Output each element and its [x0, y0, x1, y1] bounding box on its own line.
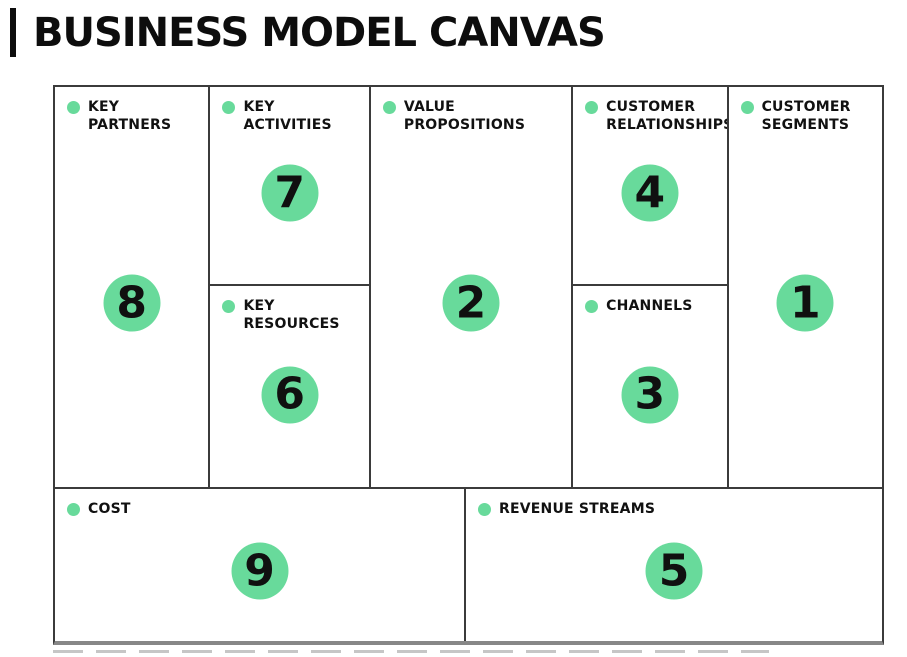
canvas-bottom-section: COST 9 REVENUE STREAMS 5: [55, 489, 882, 641]
section-header: REVENUE STREAMS: [478, 500, 870, 518]
canvas-top-section: KEY PARTNERS 8 KEY ACTIVITIES 7 KEY RESO…: [55, 87, 882, 489]
section-label: KEY ACTIVITIES: [243, 99, 332, 134]
section-header: KEY ACTIVITIES: [222, 98, 356, 134]
section-label: CUSTOMER SEGMENTS: [761, 99, 851, 134]
section-key-partners: KEY PARTNERS 8: [55, 87, 209, 487]
section-number-badge: 6: [261, 366, 319, 424]
section-header: CUSTOMER RELATIONSHIPS: [585, 98, 734, 134]
section-revenue-streams: REVENUE STREAMS 5: [464, 489, 882, 641]
bullet-dot-icon: [585, 101, 599, 114]
bullet-dot-icon: [382, 101, 396, 114]
section-header: KEY RESOURCES: [222, 297, 356, 333]
section-label: CUSTOMER RELATIONSHIPS: [606, 99, 734, 134]
section-label: REVENUE STREAMS: [499, 501, 656, 517]
section-header: COST: [67, 500, 452, 518]
title-accent-bar: [10, 8, 16, 57]
section-label: KEY PARTNERS: [88, 99, 172, 134]
bullet-dot-icon: [67, 101, 80, 114]
section-number-badge: 1: [776, 274, 834, 332]
section-label: VALUE PROPOSITIONS: [403, 99, 526, 134]
section-number-badge: 4: [621, 164, 679, 222]
section-number-badge: 9: [231, 542, 288, 600]
section-channels: CHANNELS 3: [573, 286, 727, 487]
bullet-dot-icon: [222, 300, 236, 313]
section-customer-segments: CUSTOMER SEGMENTS 1: [726, 87, 882, 487]
section-label: KEY RESOURCES: [243, 298, 340, 333]
section-number-badge: 5: [645, 542, 703, 600]
section-label: CHANNELS: [606, 298, 693, 314]
bullet-dot-icon: [740, 101, 754, 114]
section-number-badge: 2: [442, 274, 500, 332]
section-header: CUSTOMER SEGMENTS: [740, 98, 870, 134]
column-key-activities-resources: KEY ACTIVITIES 7 KEY RESOURCES 6: [208, 87, 369, 487]
section-number-badge: 3: [621, 366, 679, 424]
section-label: COST: [88, 501, 131, 517]
section-key-resources: KEY RESOURCES 6: [210, 286, 369, 487]
bullet-dot-icon: [478, 503, 492, 516]
section-number-badge: 8: [103, 274, 161, 332]
title-block: BUSINESS MODEL CANVAS: [10, 8, 606, 57]
section-key-activities: KEY ACTIVITIES 7: [210, 87, 369, 286]
bullet-dot-icon: [585, 300, 599, 313]
section-header: CHANNELS: [585, 297, 714, 315]
section-cost: COST 9: [55, 489, 465, 641]
section-customer-relationships: CUSTOMER RELATIONSHIPS 4: [573, 87, 734, 286]
bullet-dot-icon: [67, 503, 80, 516]
bottom-dashed-divider: [53, 650, 769, 653]
page-title: BUSINESS MODEL CANVAS: [33, 9, 606, 56]
section-number-badge: 7: [261, 164, 319, 222]
section-value-propositions: VALUE PROPOSITIONS 2: [368, 87, 572, 487]
column-relationships-channels: CUSTOMER RELATIONSHIPS 4 CHANNELS 3: [571, 87, 734, 487]
canvas-grid: KEY PARTNERS 8 KEY ACTIVITIES 7 KEY RESO…: [53, 85, 884, 645]
bullet-dot-icon: [222, 101, 236, 114]
section-header: VALUE PROPOSITIONS: [382, 98, 559, 134]
section-header: KEY PARTNERS: [67, 98, 196, 134]
